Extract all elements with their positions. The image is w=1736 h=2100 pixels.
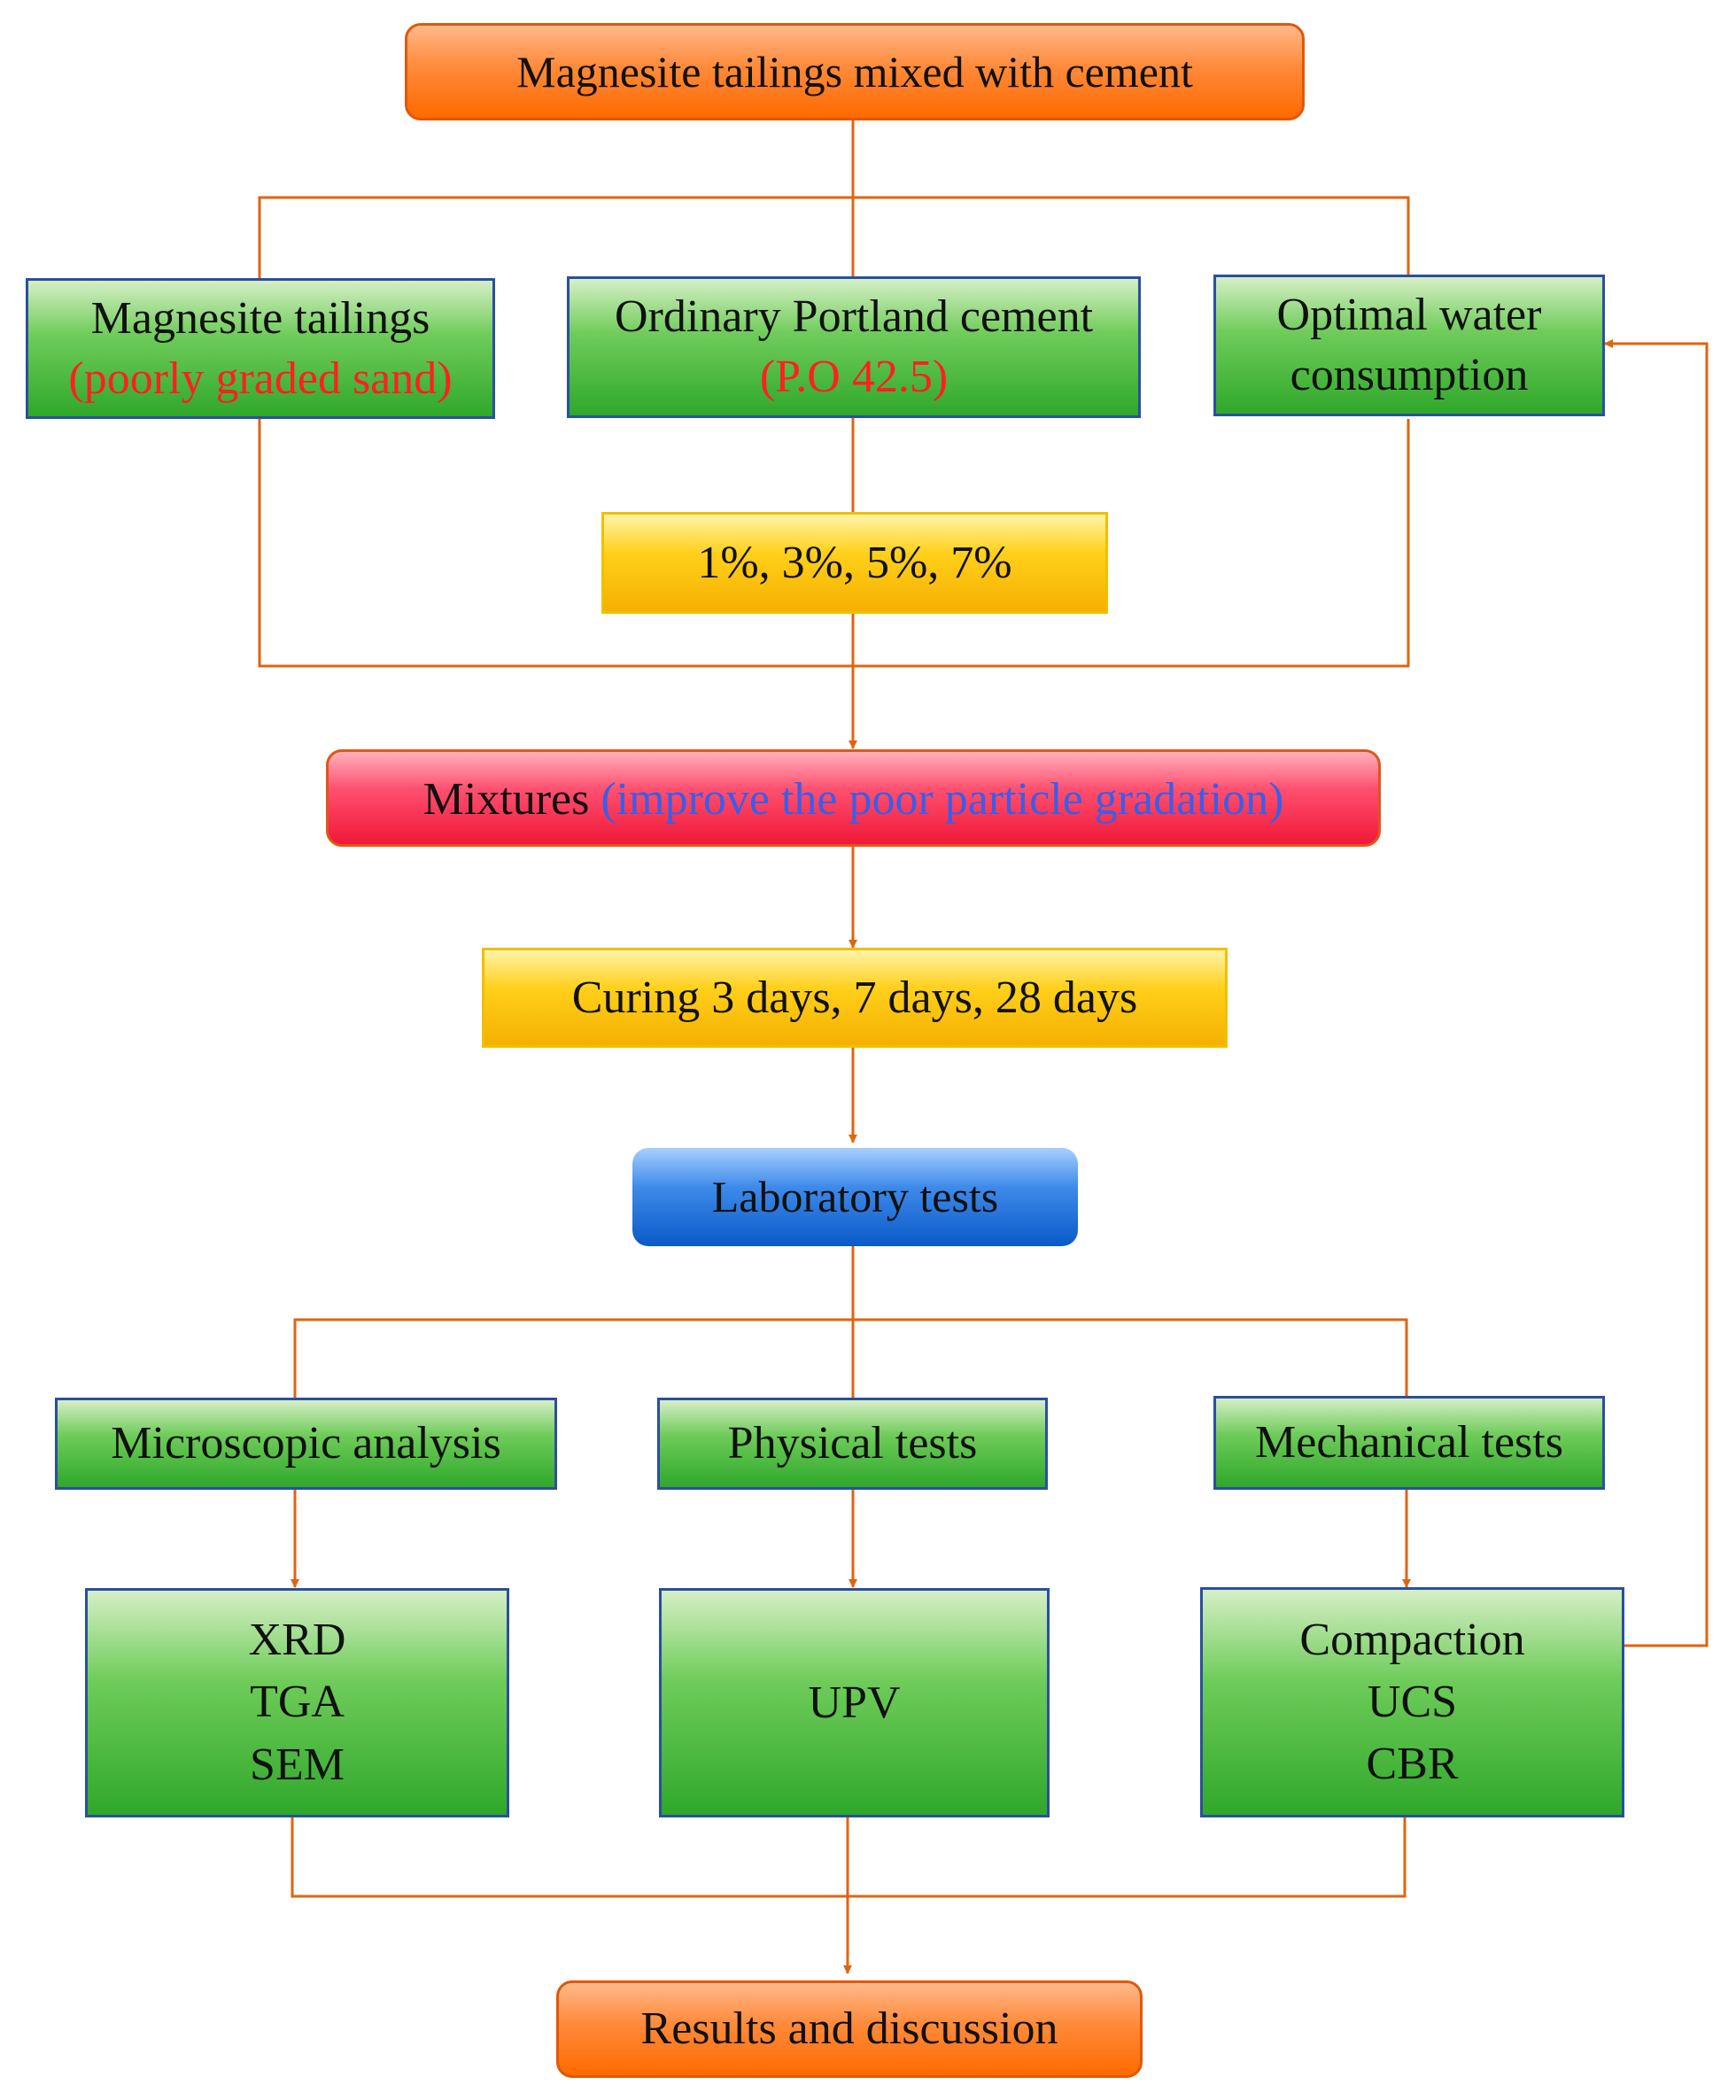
cement-box: Ordinary Portland cement (P.O 42.5) bbox=[567, 276, 1141, 418]
mechanical-label: Mechanical tests bbox=[1255, 1417, 1563, 1468]
micro-item-sem: SEM bbox=[250, 1739, 345, 1790]
results-label: Results and discussion bbox=[640, 2003, 1058, 2055]
micro-label: Microscopic analysis bbox=[111, 1418, 501, 1469]
water-box: Optimal water consumption bbox=[1213, 275, 1605, 416]
water-label-line1: Optimal water bbox=[1276, 290, 1542, 341]
mechanical-item-ucs: UCS bbox=[1367, 1676, 1458, 1727]
mechanical-box: Mechanical tests bbox=[1213, 1396, 1605, 1490]
cement-note: (P.O 42.5) bbox=[759, 352, 949, 402]
connector-top-branch bbox=[258, 196, 1410, 278]
micro-items-box: XRD TGA SEM bbox=[85, 1588, 509, 1817]
cement-label: Ordinary Portland cement bbox=[614, 291, 1094, 343]
top-box: Magnesite tailings mixed with cement bbox=[405, 23, 1305, 120]
micro-box: Microscopic analysis bbox=[55, 1398, 557, 1490]
lab-label: Laboratory tests bbox=[711, 1172, 999, 1221]
water-label-line2: consumption bbox=[1290, 350, 1529, 400]
tailings-label: Magnesite tailings bbox=[90, 292, 430, 344]
micro-item-xrd: XRD bbox=[248, 1615, 346, 1666]
curing-label: Curing 3 days, 7 days, 28 days bbox=[571, 972, 1138, 1023]
physical-item-upv: UPV bbox=[808, 1677, 901, 1728]
connector-merge bbox=[258, 419, 1410, 668]
results-box: Results and discussion bbox=[556, 1980, 1143, 2078]
micro-item-tga: TGA bbox=[250, 1677, 345, 1728]
mixtures-note: (improve the poor particle gradation) bbox=[601, 774, 1284, 825]
tailings-note: (poorly graded sand) bbox=[68, 353, 453, 404]
physical-items-box: UPV bbox=[659, 1588, 1050, 1817]
percent-label: 1%, 3%, 5%, 7% bbox=[697, 537, 1012, 588]
mechanical-items-box: Compaction UCS CBR bbox=[1200, 1587, 1624, 1817]
mechanical-item-compaction: Compaction bbox=[1299, 1614, 1525, 1665]
physical-label: Physical tests bbox=[727, 1418, 978, 1469]
physical-box: Physical tests bbox=[657, 1398, 1048, 1490]
lab-box: Laboratory tests bbox=[632, 1148, 1078, 1246]
tailings-box: Magnesite tailings (poorly graded sand) bbox=[26, 278, 495, 419]
mixtures-box: Mixtures (improve the poor particle grad… bbox=[326, 749, 1381, 847]
curing-box: Curing 3 days, 7 days, 28 days bbox=[482, 948, 1228, 1048]
percent-box: 1%, 3%, 5%, 7% bbox=[601, 512, 1108, 614]
connector-lab-branch bbox=[293, 1318, 1408, 1398]
mixtures-label: Mixtures bbox=[422, 774, 590, 825]
top-label: Magnesite tailings mixed with cement bbox=[516, 46, 1193, 97]
mechanical-item-cbr: CBR bbox=[1366, 1739, 1459, 1790]
